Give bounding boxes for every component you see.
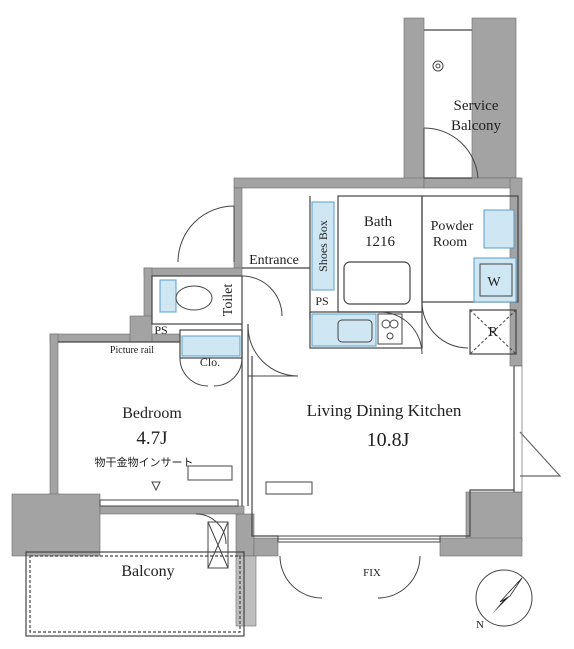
shoes-box (311, 201, 335, 291)
interior-lines (25, 29, 562, 637)
north-label: N (476, 619, 484, 631)
door-swings (177, 127, 479, 599)
powder-sink (483, 209, 515, 249)
bath-label-1: Bath (364, 214, 393, 230)
ldk-size: 10.8J (367, 429, 410, 451)
closet-rail (181, 335, 241, 357)
toilet-tank (159, 279, 177, 313)
fixtures (159, 201, 517, 357)
bedroom-label: Bedroom (122, 405, 182, 422)
labels: Service Balcony Bath 1216 Powder Room En… (95, 98, 502, 580)
drying-hardware-label: 物干金物インサート (95, 455, 194, 469)
walls (11, 17, 523, 627)
picture-rail-label: Picture rail (110, 345, 154, 356)
toilet-label: Toilet (221, 284, 236, 317)
shoes-box-label: Shoes Box (316, 220, 330, 272)
fridge-label: R (488, 325, 498, 340)
powder-room-label-1: Powder (431, 219, 474, 234)
powder-room-label-2: Room (433, 235, 467, 250)
kitchen-sink-area (311, 313, 377, 347)
windows (99, 499, 441, 543)
north-arrow: N (475, 569, 533, 631)
bath-label-2: 1216 (365, 234, 396, 250)
ps-mid-label: PS (315, 294, 328, 308)
balcony-label: Balcony (121, 563, 174, 580)
service-balcony-label-2: Balcony (451, 118, 501, 134)
washer-area (473, 257, 517, 303)
ldk-label: Living Dining Kitchen (307, 401, 462, 420)
fix-label: FIX (363, 567, 381, 579)
ps-left-label: PS (154, 323, 167, 337)
bedroom-size: 4.7J (136, 428, 167, 449)
washer-label: W (487, 275, 501, 290)
entrance-label: Entrance (249, 253, 299, 268)
fixture-details (151, 60, 517, 569)
closet-label: Clo. (200, 355, 220, 369)
service-balcony-label-1: Service (454, 98, 499, 114)
